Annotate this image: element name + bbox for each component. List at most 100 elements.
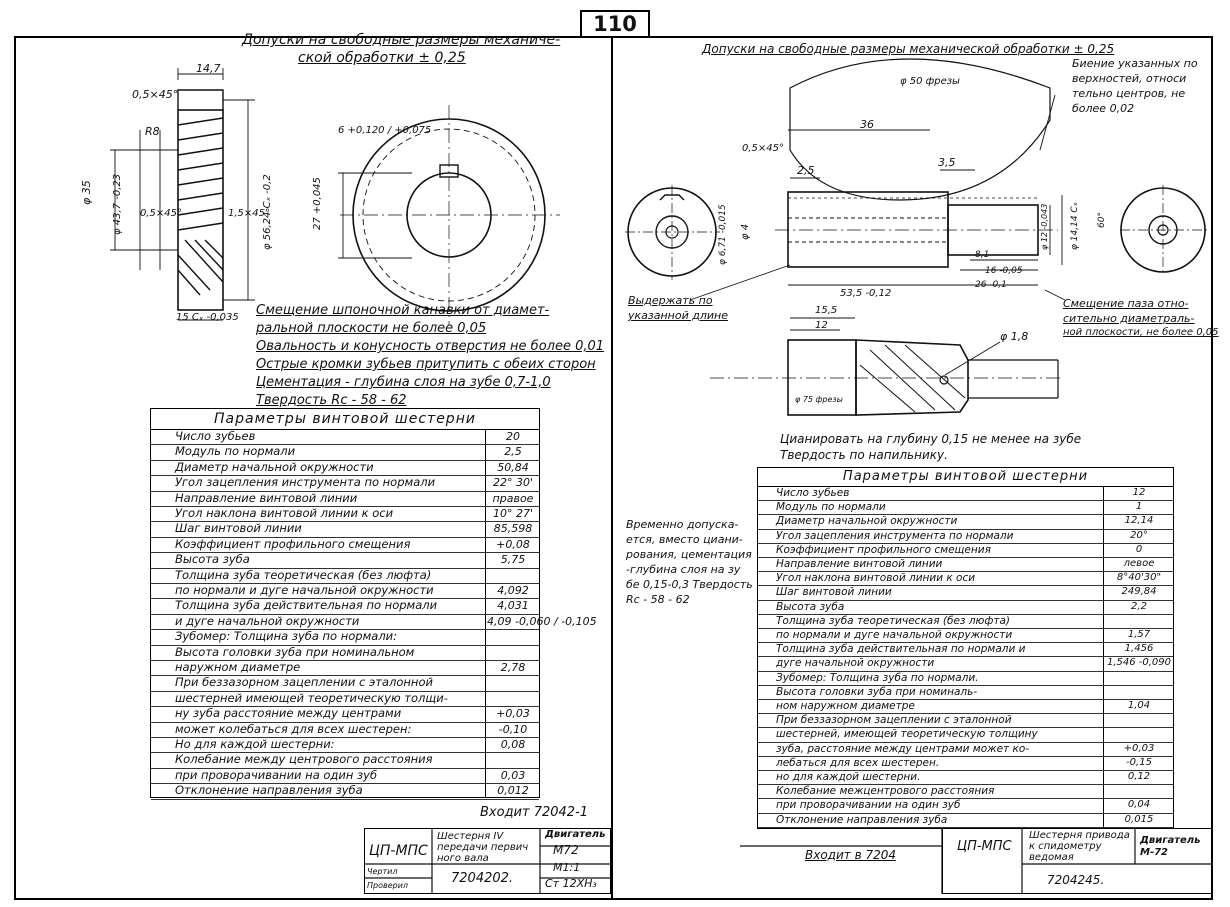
right-tolerance-note: Допуски на свободные размеры механическо… — [702, 42, 1115, 56]
right-key-note-2: сительно диаметраль- — [1063, 312, 1195, 325]
right-hold-note-1: Выдержать по — [628, 294, 713, 307]
left-tb-engine-label: Двигатель — [545, 829, 606, 840]
right-dim-r7: φ 4 — [740, 223, 751, 240]
right-param-row: Толщина зуба действительная по нормали и… — [758, 642, 1173, 658]
left-param-name: Модуль по нормали — [175, 444, 296, 459]
right-dim-r15: φ 75 фрезы — [795, 395, 843, 404]
right-param-row: шестерней, имеющей теоретическую толщину — [758, 727, 1173, 743]
right-tb-org: ЦП-МПС — [957, 839, 1012, 854]
right-param-name: ном наружном диаметре — [776, 700, 915, 712]
left-tb-part-name: Шестерня IV передачи первич ного вала — [437, 831, 529, 864]
right-param-name: Отклонение направления зуба — [776, 813, 948, 826]
left-tb-row2: Проверил — [367, 881, 409, 890]
left-dim-d8: φ 56,24 Cₓ -0,2 — [262, 174, 273, 250]
right-param-name: Число зубьев — [776, 487, 850, 499]
right-cyan-note-2: Твердость по напильнику. — [780, 448, 948, 462]
left-dim-d2: 0,5×45° — [132, 88, 179, 101]
right-dim-r1: φ 50 фрезы — [900, 76, 960, 87]
left-note-2: ральной плоскости не более 0,05 — [256, 321, 487, 336]
left-table-col-divider — [485, 429, 487, 797]
left-param-value: 85,598 — [493, 522, 533, 536]
right-param-value: 0,015 — [1124, 813, 1154, 825]
left-param-name: Но для каждой шестерни: — [175, 737, 335, 751]
left-param-value: 0,08 — [500, 738, 526, 751]
left-param-value: 4,09 -0,060 / -0,105 — [487, 614, 597, 628]
right-param-value: 1,456 — [1124, 643, 1154, 655]
left-param-name: Угол наклона винтовой линии к оси — [175, 506, 394, 520]
left-dim-d3: R8 — [145, 125, 160, 138]
right-param-name: Толщина зуба теоретическая (без люфта) — [776, 614, 1011, 627]
left-dim-d11: 27 +0,045 — [312, 177, 323, 230]
right-param-value: 0,12 — [1127, 771, 1151, 782]
left-dim-d9: 15 Cₓ -0,035 — [176, 312, 239, 323]
left-param-name: Отклонение направления зуба — [175, 783, 363, 798]
right-dim-r17: 60° — [1097, 212, 1107, 228]
right-param-name: зуба, расстояние между центрами может ко… — [776, 742, 1030, 755]
left-param-name: Угол зацепления инструмента по нормали — [175, 475, 436, 490]
right-runout-note-1: Биение указанных по — [1072, 57, 1198, 70]
right-params-table: Параметры винтовой шестерни Число зубьев… — [757, 467, 1174, 829]
right-key-note-1: Смещение паза отно- — [1063, 297, 1189, 310]
right-lower-gear — [710, 317, 1060, 416]
left-param-name: Шаг винтовой линии — [175, 521, 302, 536]
left-dim-d5: φ 43,7 -0,23 — [112, 173, 123, 235]
right-dim-r11: 53,5 -0,12 — [840, 288, 892, 299]
left-param-name: при проворачивании на один зуб — [175, 767, 378, 782]
left-param-name: может колебаться для всех шестерен: — [175, 721, 412, 736]
right-runout-note-3: тельно центров, не — [1072, 87, 1186, 100]
right-temp-note-4: -глубина слоя на зу — [626, 563, 741, 576]
left-gear-face — [338, 105, 560, 325]
right-param-value: 0 — [1135, 543, 1143, 555]
right-dim-r3: 0,5×45° — [742, 143, 785, 154]
right-dim-r13: 12 — [815, 320, 828, 331]
right-dim-r2: 36 — [860, 118, 874, 131]
right-param-row: зуба, расстояние между центрами может ко… — [758, 742, 1173, 757]
left-param-row: Высота головки зуба при номинальном — [151, 645, 539, 661]
right-param-value: левое — [1123, 558, 1155, 569]
right-dim-r12: 15,5 — [815, 305, 838, 316]
left-table-title: Параметры винтовой шестерни — [151, 409, 539, 430]
right-param-row: Отклонение направления зуба 0,015 — [758, 813, 1173, 828]
right-dim-r10: 26 -0,1 — [975, 280, 1007, 290]
right-temp-note-5: бе 0,15-0,3 Твердость — [626, 578, 753, 591]
right-temp-note-1: Временно допуска- — [626, 518, 739, 531]
right-param-name: по нормали и дуге начальной окружности — [776, 629, 1013, 641]
right-tb-engine: Двигатель М-72 — [1140, 835, 1201, 858]
right-param-name: при проворачивании на один зуб — [776, 799, 961, 812]
right-param-row: Колебание межцентрового расстояния — [758, 784, 1173, 800]
right-param-name: но для каждой шестерни. — [776, 771, 921, 783]
left-param-value: 4,092 — [497, 584, 529, 597]
left-note-5: Цементация - глубина слоя на зубе 0,7-1,… — [256, 375, 551, 390]
left-note-1: Смещение шпоночной канавки от диамет- — [256, 303, 550, 318]
left-param-name: по нормали и дуге начальной окружности — [175, 583, 434, 597]
left-param-name: Зубомер: Толщина зуба по нормали: — [175, 629, 398, 644]
right-left-end-view — [625, 185, 720, 280]
right-param-row: Толщина зуба теоретическая (без люфта) — [758, 614, 1173, 629]
left-dim-d4: φ 35 — [80, 180, 93, 205]
left-tolerance-note-line1: Допуски на свободные размеры механиче- — [242, 32, 561, 48]
right-param-row: Высота головки зуба при номиналь- — [758, 685, 1173, 700]
left-param-row: ну зуба расстояние между центрами+0,03 — [151, 706, 539, 723]
left-param-row: При беззазорном зацеплении с эталонной — [151, 675, 539, 692]
left-param-name: При беззазорном зацеплении с эталонной — [175, 675, 433, 690]
right-param-name: Высота зуба — [776, 600, 845, 613]
right-param-name: Толщина зуба действительная по нормали и — [776, 643, 1026, 656]
left-param-row: Зубомер: Толщина зуба по нормали: — [151, 629, 539, 646]
left-param-row: Шаг винтовой линии 85,598 — [151, 521, 539, 538]
right-param-name: При беззазорном зацеплении с эталонной — [776, 714, 1012, 727]
left-param-name: Коэффициент профильного смещения — [175, 536, 411, 551]
